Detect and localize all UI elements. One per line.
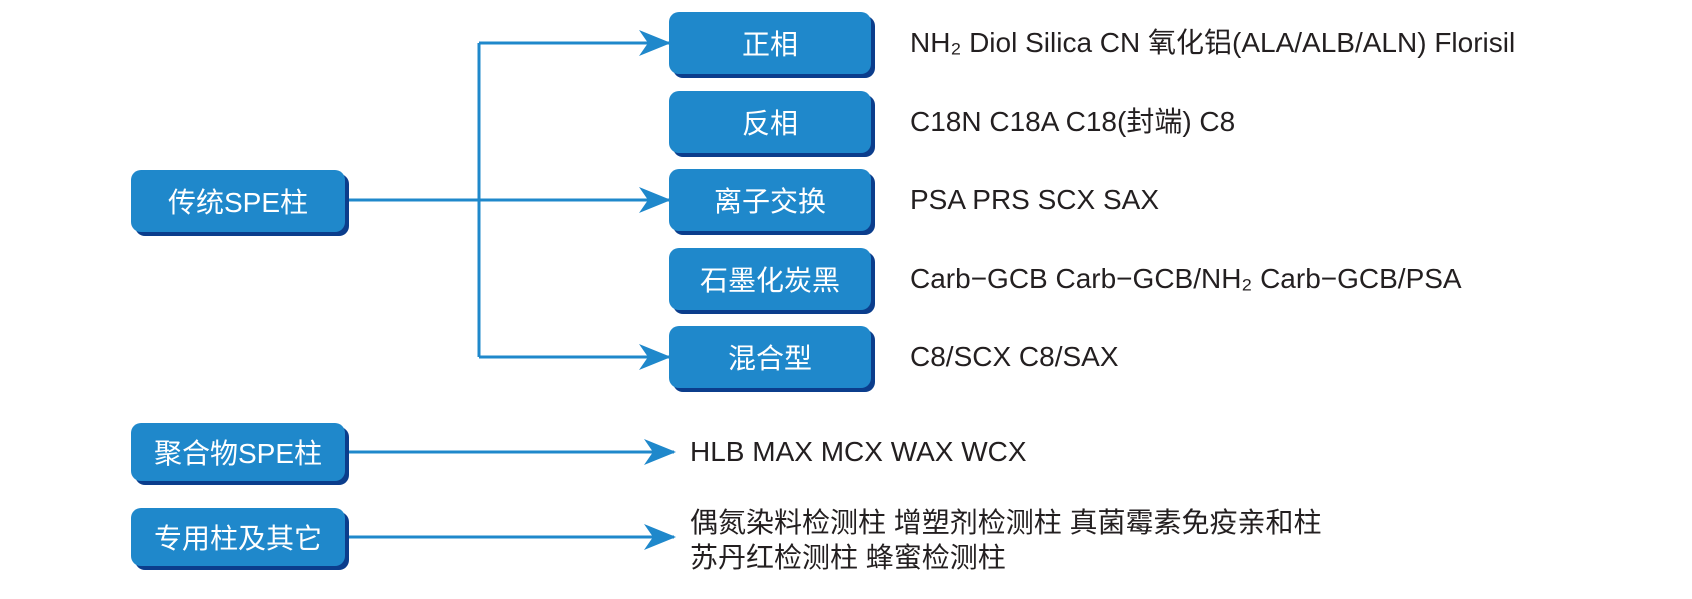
items-special-line2: 苏丹红检测柱 蜂蜜检测柱 xyxy=(690,542,1006,573)
items-ion-exchange: PSA PRS SCX SAX xyxy=(910,184,1159,215)
items-reverse-phase: C18N C18A C18(封端) C8 xyxy=(910,106,1236,137)
sub-mixed-mode: 混合型 xyxy=(669,326,871,388)
items-normal-phase: NH₂ Diol Silica CN 氧化铝(ALA/ALB/ALN) Flor… xyxy=(910,27,1516,58)
category-traditional-spe: 传统SPE柱 xyxy=(131,170,345,232)
items-polymer: HLB MAX MCX WAX WCX xyxy=(690,436,1027,467)
sub-normal-phase: 正相 xyxy=(669,12,871,74)
category-polymer-spe: 聚合物SPE柱 xyxy=(131,423,345,481)
sub-graphitized-carbon: 石墨化炭黑 xyxy=(669,248,871,310)
sub-ion-exchange: 离子交换 xyxy=(669,169,871,231)
category-special-other: 专用柱及其它 xyxy=(131,508,345,566)
sub-reverse-phase: 反相 xyxy=(669,91,871,153)
items-special-line1: 偶氮染料检测柱 增塑剂检测柱 真菌霉素免疫亲和柱 xyxy=(690,507,1322,538)
items-mixed-mode: C8/SCX C8/SAX xyxy=(910,341,1119,372)
items-graphitized-carbon: Carb−GCB Carb−GCB/NH₂ Carb−GCB/PSA xyxy=(910,263,1462,294)
